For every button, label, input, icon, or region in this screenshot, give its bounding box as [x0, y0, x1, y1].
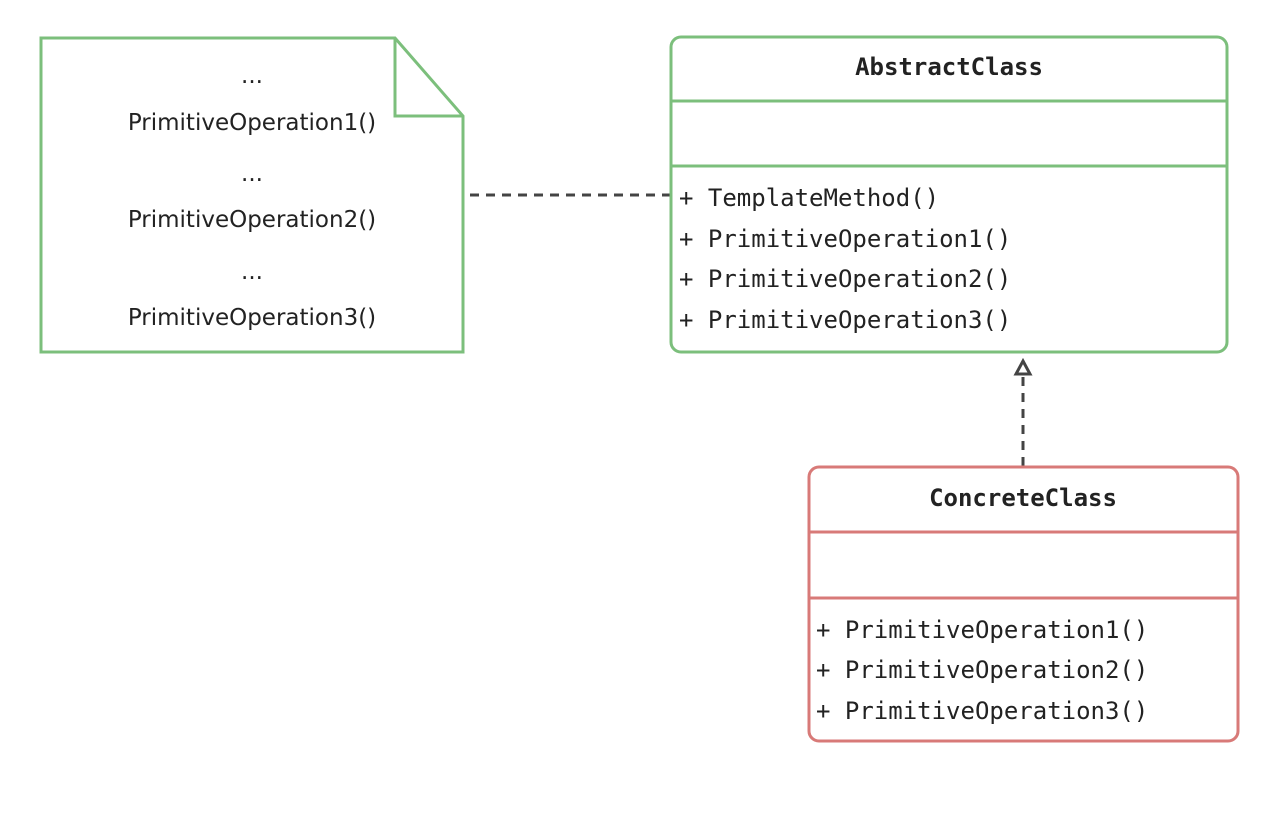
abstract-class-border — [669, 35, 1229, 354]
note-shape: ... PrimitiveOperation1() ... PrimitiveO… — [39, 36, 465, 354]
note-line: PrimitiveOperation1() — [128, 110, 376, 136]
concrete-class-box: ConcreteClass + PrimitiveOperation1() + … — [807, 465, 1240, 743]
note-line: ... — [241, 63, 263, 89]
abstract-class-operation: + PrimitiveOperation2() — [679, 265, 1011, 293]
concrete-class-border — [807, 465, 1240, 743]
concrete-class-operation: + PrimitiveOperation3() — [816, 697, 1148, 725]
inheritance-arrow — [1013, 357, 1033, 466]
note-line: ... — [241, 161, 263, 187]
abstract-class-title: AbstractClass — [855, 53, 1043, 81]
note-border — [39, 36, 465, 354]
hollow-arrowhead-icon — [1013, 357, 1033, 376]
note-line: PrimitiveOperation3() — [128, 305, 376, 331]
concrete-class-operation: + PrimitiveOperation1() — [816, 616, 1148, 644]
abstract-class-operation: + TemplateMethod() — [679, 184, 939, 212]
concrete-class-title: ConcreteClass — [929, 484, 1117, 512]
abstract-class-operation: + PrimitiveOperation1() — [679, 225, 1011, 253]
note-line: PrimitiveOperation2() — [128, 207, 376, 233]
abstract-class-box: AbstractClass + TemplateMethod() + Primi… — [669, 35, 1229, 354]
note-fold — [393, 38, 463, 118]
concrete-class-operation: + PrimitiveOperation2() — [816, 656, 1148, 684]
abstract-class-operation: + PrimitiveOperation3() — [679, 306, 1011, 334]
note-line: ... — [241, 259, 263, 285]
